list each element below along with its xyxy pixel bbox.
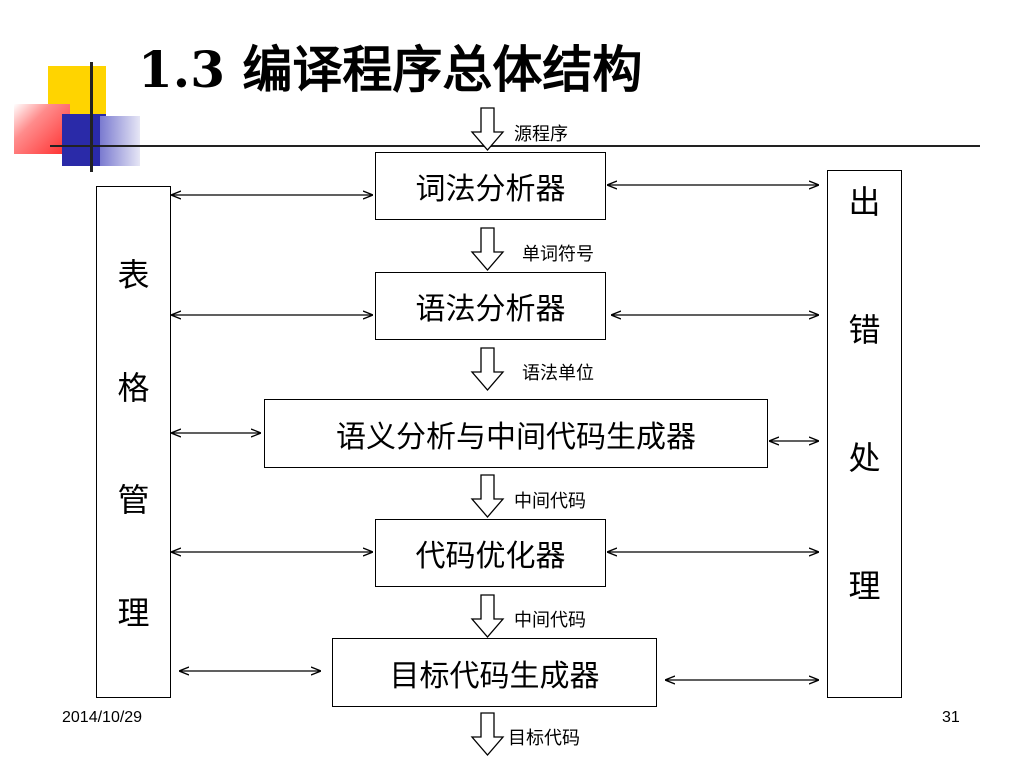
decor-vertical-line [90, 62, 93, 172]
table-management-box: 表 格 管 理 [96, 186, 171, 698]
flow-arrow-2 [470, 347, 505, 391]
stage-syntax-analyzer: 语法分析器 [375, 272, 606, 340]
stage-semantic-ir-generator: 语义分析与中间代码生成器 [264, 399, 768, 468]
title-underline [50, 145, 980, 147]
flow-label-syntax-units: 语法单位 [522, 363, 594, 384]
flow-arrow-4 [470, 594, 505, 638]
stage-lexical-analyzer: 词法分析器 [375, 152, 606, 220]
table-management-char-3: 理 [117, 593, 150, 632]
flow-arrow-1 [470, 227, 505, 271]
error-handling-char-3: 理 [848, 567, 881, 605]
flow-label-target: 目标代码 [508, 728, 580, 749]
flow-label-tokens: 单词符号 [522, 244, 594, 265]
flow-arrow-5 [470, 712, 505, 756]
stage-target-code-generator: 目标代码生成器 [332, 638, 657, 707]
decor-blue-square [62, 114, 106, 166]
flow-label-intermediate-1: 中间代码 [514, 491, 586, 512]
decor-shadow-square [100, 116, 140, 166]
table-management-char-1: 格 [117, 368, 150, 407]
error-handling-char-1: 错 [848, 311, 881, 349]
flow-label-source: 源程序 [514, 124, 568, 145]
flow-arrow-3 [470, 474, 505, 518]
footer-page-number: 31 [942, 709, 960, 726]
error-handling-char-0: 出 [848, 183, 881, 221]
stage-code-optimizer: 代码优化器 [375, 519, 606, 587]
table-management-char-0: 表 [117, 256, 150, 295]
flow-arrow-0 [470, 107, 505, 151]
table-management-char-2: 管 [117, 481, 150, 520]
error-handling-box: 出 错 处 理 [827, 170, 902, 698]
footer-date: 2014/10/29 [62, 709, 143, 726]
error-handling-char-2: 处 [848, 439, 881, 477]
flow-label-intermediate-2: 中间代码 [514, 610, 586, 631]
page-title: 1.3 编译程序总体结构 [138, 40, 643, 99]
